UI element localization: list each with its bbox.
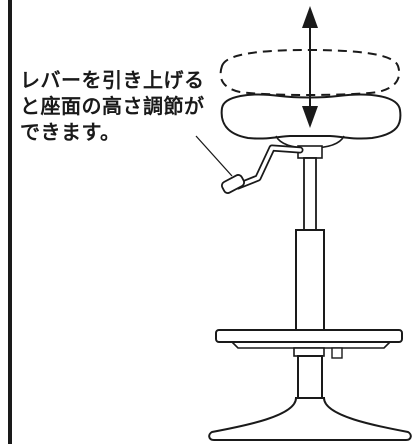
lever-grip <box>220 174 246 194</box>
footrest-ring <box>215 329 403 359</box>
upper-column <box>303 157 317 231</box>
caption-line-1: レバーを引き上げる <box>20 68 205 92</box>
footrest-clamp <box>293 347 325 357</box>
caption-line-2: と座面の高さ調節が <box>20 94 205 118</box>
up-down-arrow-icon <box>302 6 318 128</box>
caption-leader-line <box>195 135 233 177</box>
height-adjust-lever <box>220 144 304 194</box>
lever-instruction-caption: レバーを引き上げる と座面の高さ調節が できます。 <box>20 67 250 145</box>
flared-base <box>208 397 412 441</box>
column-base-section <box>297 355 323 401</box>
lower-column <box>295 229 325 341</box>
frame-left-border <box>8 0 12 444</box>
footrest-knob <box>331 347 343 359</box>
raised-seat-dashed-outline <box>219 48 401 96</box>
caption-line-3: できます。 <box>20 120 121 144</box>
